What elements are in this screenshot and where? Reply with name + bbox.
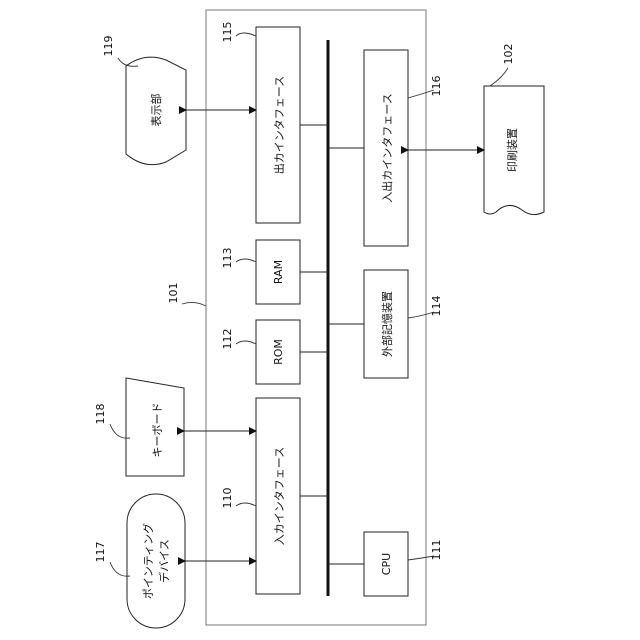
printer-label: 印刷装置 [506,128,519,172]
cpu-label: CPU [380,553,393,575]
keyboard-label: キーボード [151,403,164,458]
pointing-device-shape [127,494,185,628]
ref-119: 119 [102,36,115,57]
ref-102: 102 [502,44,515,65]
external-storage-label: 外部記憶装置 [380,291,394,357]
input-interface-label: 入カインタフェース [273,447,286,545]
output-interface-label: 出カインタフェース [272,76,286,174]
leader-101 [182,302,206,306]
ref-114: 114 [430,296,443,317]
display-label: 表示部 [149,94,163,127]
ram-label: RAM [272,260,285,284]
ref-115: 115 [221,22,234,43]
ref-116: 116 [430,76,443,97]
ref-113: 113 [221,248,234,269]
ref-112: 112 [221,329,234,350]
leader-102 [490,68,508,86]
io-interface-label: 入出カインタフェース [380,93,394,202]
leader-110 [236,503,256,506]
ref-117: 117 [94,542,107,563]
leader-112 [236,341,256,344]
ref-101: 101 [167,283,180,304]
pointing-device-label-line2: デバイス [157,539,171,583]
ref-118: 118 [94,404,107,425]
pointing-device-label-line1: ポインティング [141,523,155,599]
rom-label: ROM [272,339,285,365]
leader-115 [236,33,256,36]
ref-111: 111 [430,540,443,561]
leader-113 [236,259,256,262]
ref-110: 110 [221,488,234,509]
